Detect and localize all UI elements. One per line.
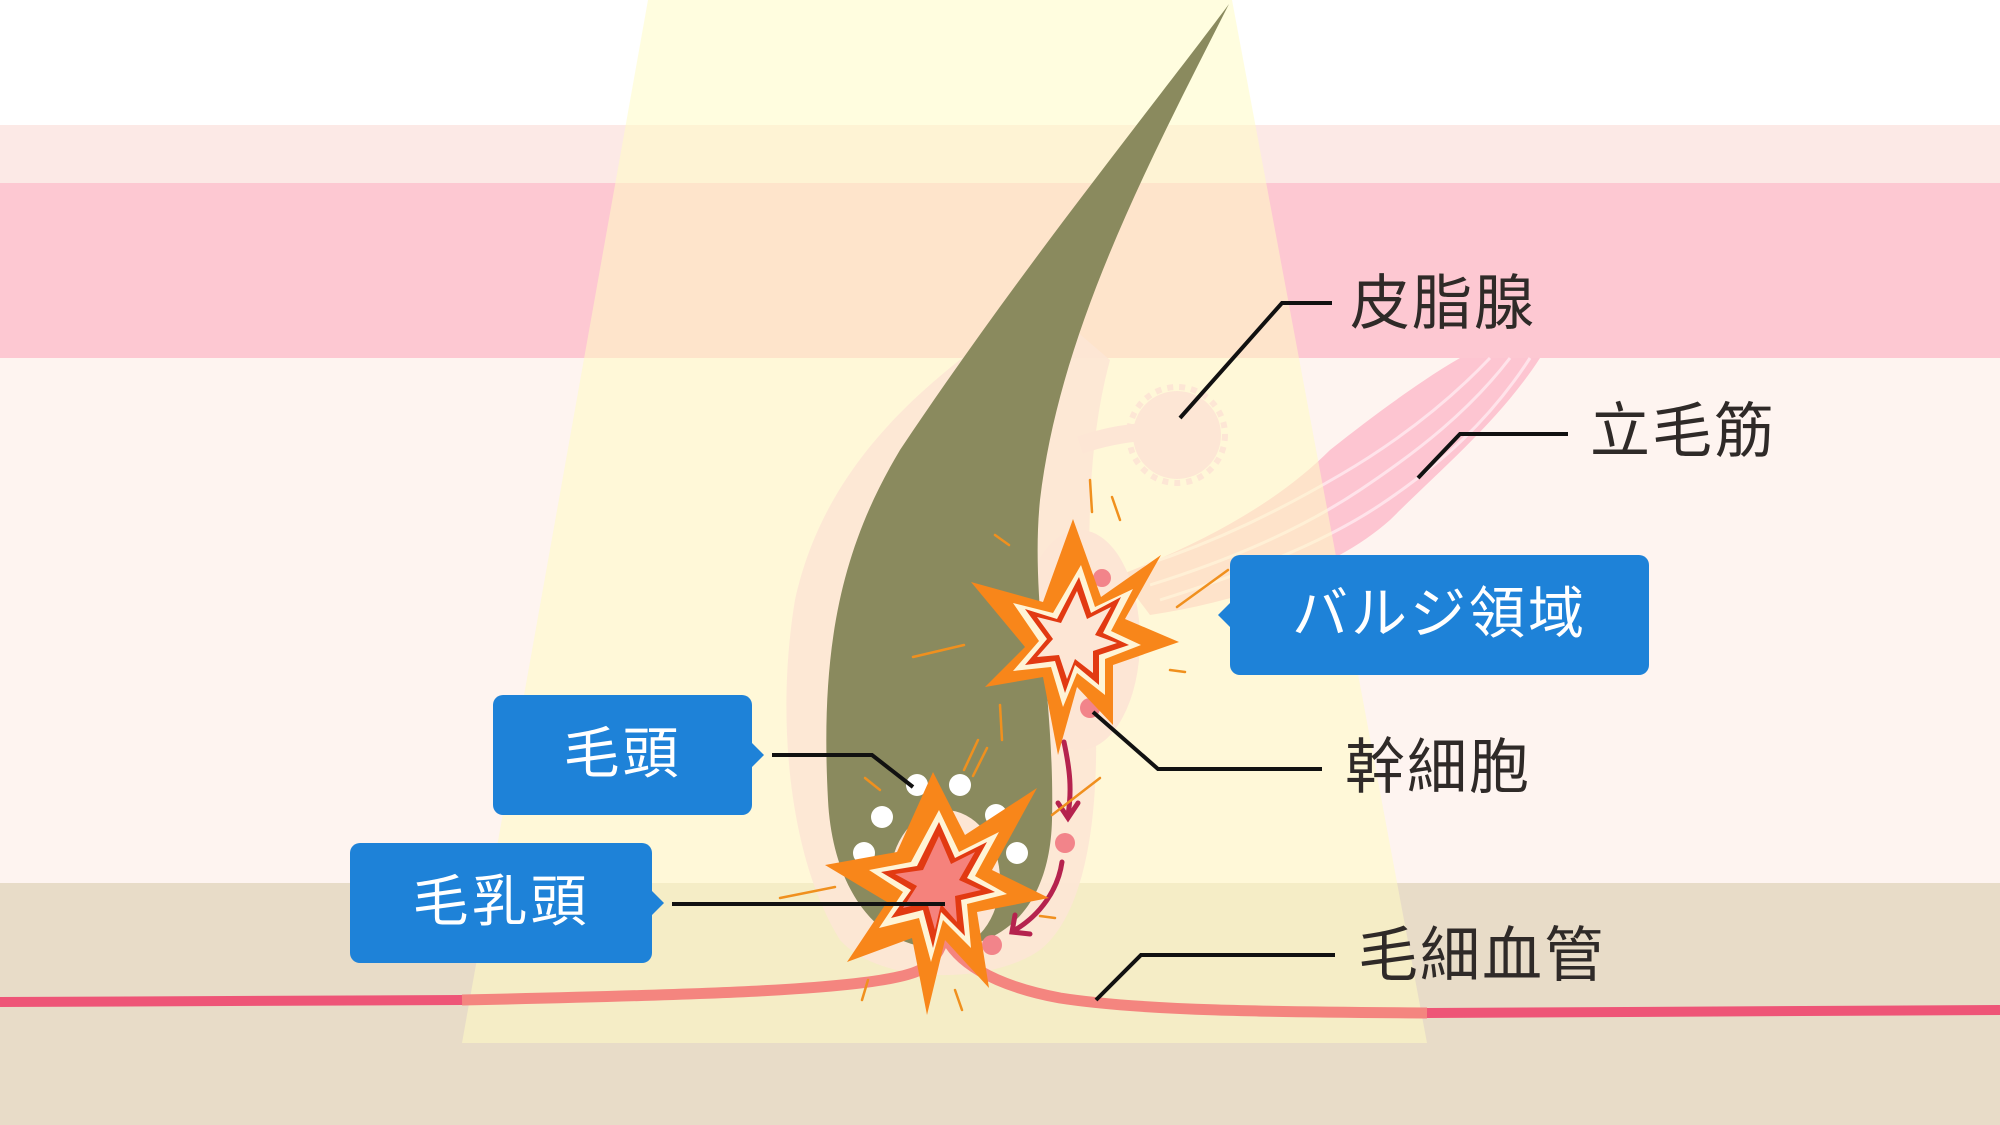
sebaceous-gland <box>1077 384 1228 486</box>
tag-hair-matrix: 毛頭 <box>493 695 752 815</box>
leader-capillaries <box>1094 953 1335 1002</box>
tag-dermal-papilla: 毛乳頭 <box>350 843 652 963</box>
impact-sparks <box>778 478 1230 1012</box>
hair-shaft <box>826 4 1229 949</box>
leader-hair-matrix <box>772 753 915 789</box>
leader-stem-cells <box>1091 710 1322 771</box>
label-arrector-pili: 立毛筋 <box>1590 397 1776 467</box>
label-capillaries: 毛細血管 <box>1358 921 1606 991</box>
leader-sebaceous-gland <box>1178 301 1332 420</box>
bulge-impact-burst-icon <box>971 519 1179 755</box>
leader-arrector-pili <box>1416 432 1568 480</box>
label-stem-cells: 幹細胞 <box>1345 733 1531 803</box>
label-sebaceous-gland: 皮脂腺 <box>1350 269 1536 339</box>
tag-bulge-region: バルジ領域 <box>1230 555 1649 675</box>
leader-lines <box>672 301 1568 1002</box>
papilla-impact-burst-icon <box>825 772 1049 1015</box>
